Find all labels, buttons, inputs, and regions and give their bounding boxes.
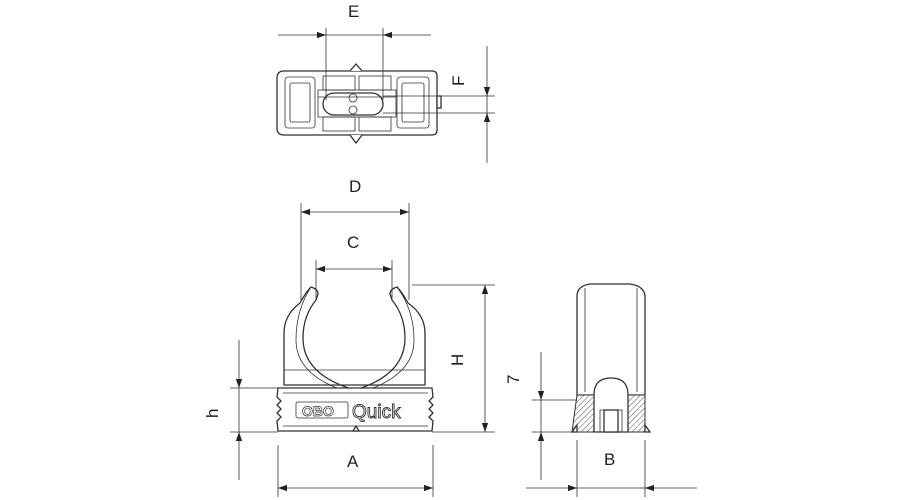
dimension-F: F bbox=[383, 46, 495, 163]
dimension-D-label: D bbox=[349, 177, 361, 196]
front-view-base bbox=[276, 387, 434, 432]
front-view-clip-body bbox=[283, 286, 426, 391]
dimension-B: B bbox=[526, 440, 697, 497]
brand-logo: OBO bbox=[302, 403, 334, 419]
brand-name: Quick bbox=[352, 402, 401, 423]
brand-logo-frame bbox=[295, 401, 349, 419]
dimension-7-label: 7 bbox=[504, 375, 523, 384]
dimension-7: 7 bbox=[504, 352, 577, 480]
top-view-right-cell bbox=[396, 76, 430, 129]
dimension-h-label: h bbox=[203, 409, 222, 418]
dimension-h: h bbox=[203, 340, 278, 480]
top-view-side-tab bbox=[436, 95, 442, 109]
dimension-F-label: F bbox=[449, 76, 468, 86]
top-view-tip-top bbox=[349, 63, 363, 72]
front-view: OBO Quick bbox=[276, 286, 434, 432]
top-view bbox=[276, 63, 442, 145]
dimension-A-label: A bbox=[347, 452, 359, 471]
dimension-D: D bbox=[300, 177, 410, 300]
dimension-E: E bbox=[278, 2, 431, 100]
side-view bbox=[570, 283, 652, 433]
side-view-body bbox=[576, 283, 646, 396]
dimension-A: A bbox=[277, 445, 434, 497]
dimension-H-label: H bbox=[448, 354, 467, 366]
top-view-centre-hole bbox=[322, 92, 384, 116]
dimension-C-label: C bbox=[347, 233, 359, 252]
dimension-E-label: E bbox=[348, 2, 359, 21]
dimension-B-label: B bbox=[604, 450, 615, 469]
dimension-C: C bbox=[315, 233, 393, 300]
dimension-H: H bbox=[412, 284, 495, 433]
top-view-tip-bottom bbox=[349, 134, 363, 145]
top-view-left-cell bbox=[284, 76, 316, 129]
